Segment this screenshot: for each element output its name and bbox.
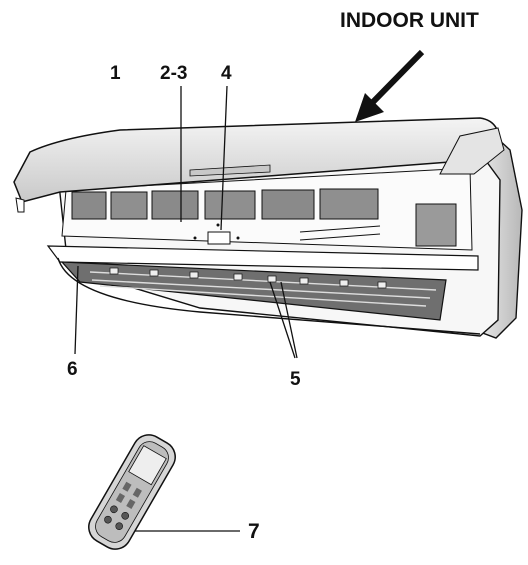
air-outlet (60, 261, 447, 321)
louver-clips (109, 267, 387, 289)
grille-front (46, 245, 479, 271)
leader-lines (74, 85, 298, 532)
lid-hinge-right (439, 127, 505, 175)
unit-bottom (57, 257, 481, 335)
callout-7: 7 (248, 520, 260, 543)
arrow-icon (355, 49, 425, 122)
remote-control-icon (88, 434, 176, 550)
display-panel (193, 223, 240, 245)
callout-4: 4 (221, 63, 232, 84)
front-panel-top-slot (189, 164, 271, 177)
lid-hinge-left (15, 197, 25, 213)
callout-1: 1 (110, 63, 121, 84)
callout-5: 5 (290, 369, 301, 390)
callout-2-3: 2-3 (160, 63, 188, 84)
air-filters (71, 188, 381, 241)
title-label: INDOOR UNIT (340, 9, 479, 32)
callout-6: 6 (67, 359, 78, 380)
side-panel (415, 203, 457, 247)
